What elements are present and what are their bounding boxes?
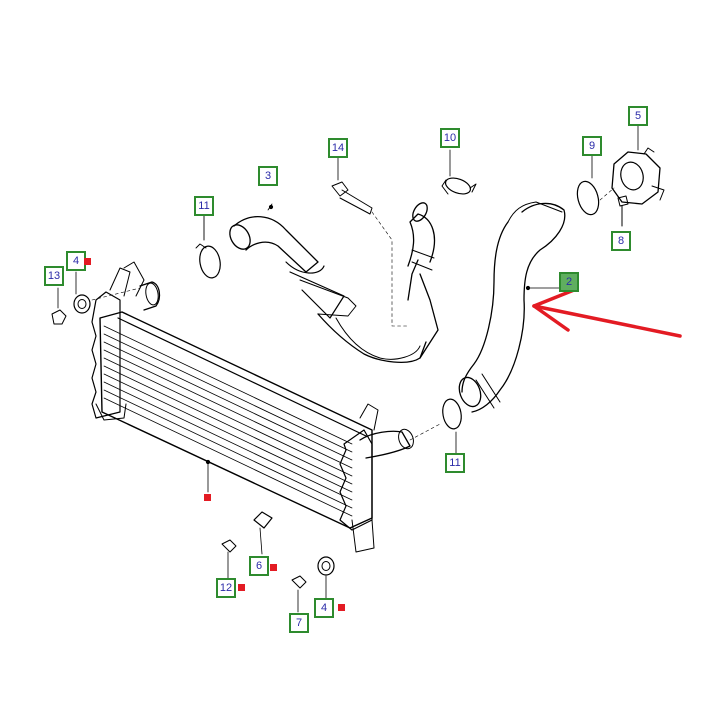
callout-11-lower[interactable]: 11 [445, 453, 465, 473]
intercooler-core[interactable] [91, 261, 416, 553]
sensor-6[interactable] [253, 511, 273, 555]
red-marker [238, 584, 245, 591]
red-arrow-pointer [532, 288, 682, 338]
callout-3[interactable]: 3 [258, 166, 278, 186]
callout-12[interactable]: 12 [216, 578, 236, 598]
grommet-4-lower[interactable] [317, 556, 335, 599]
callout-label: 11 [449, 457, 461, 469]
clamp-9[interactable] [574, 155, 602, 217]
callout-4-lower[interactable]: 4 [314, 598, 334, 618]
callout-10[interactable]: 10 [440, 128, 460, 148]
nut-13[interactable] [51, 287, 67, 325]
callout-label: 12 [219, 582, 233, 594]
grommet-4-upper[interactable] [73, 271, 141, 314]
callout-8[interactable]: 8 [611, 231, 631, 251]
callout-label: 10 [443, 132, 457, 144]
bolt-8[interactable] [617, 195, 629, 227]
charge-air-hose-2[interactable] [455, 201, 566, 413]
callout-label: 4 [72, 255, 80, 267]
callout-label: 4 [320, 602, 328, 614]
clamp-11-upper[interactable] [195, 215, 223, 279]
callout-label: 2 [565, 276, 573, 288]
callout-6[interactable]: 6 [249, 556, 269, 576]
clamp-10[interactable] [441, 149, 477, 197]
throttle-body-5[interactable] [599, 125, 665, 205]
callout-label: 5 [634, 110, 642, 122]
callout-11-upper[interactable]: 11 [194, 196, 214, 216]
callout-label: 11 [198, 200, 210, 212]
nut-7[interactable] [291, 575, 307, 613]
clamp-11-lower[interactable] [409, 398, 463, 455]
bolt-12[interactable] [221, 539, 237, 579]
bolt-14[interactable] [331, 157, 409, 327]
callout-14[interactable]: 14 [328, 138, 348, 158]
callout-label: 13 [47, 270, 61, 282]
callout-label: 6 [255, 560, 263, 572]
callout-4-upper[interactable]: 4 [66, 251, 86, 271]
callout-5[interactable]: 5 [628, 106, 648, 126]
callout-9[interactable]: 9 [582, 136, 602, 156]
red-marker [204, 494, 211, 501]
callout-13[interactable]: 13 [44, 266, 64, 286]
callout-label: 7 [295, 617, 303, 629]
callout-2[interactable]: 2 [559, 272, 579, 292]
callout-label: 8 [617, 235, 625, 247]
red-marker [338, 604, 345, 611]
callout-label: 14 [331, 142, 345, 154]
charge-air-hose-3[interactable] [226, 200, 439, 364]
callout-label: 3 [264, 170, 272, 182]
red-marker [84, 258, 91, 265]
callout-label: 9 [588, 140, 596, 152]
callout-7[interactable]: 7 [289, 613, 309, 633]
red-marker [270, 564, 277, 571]
